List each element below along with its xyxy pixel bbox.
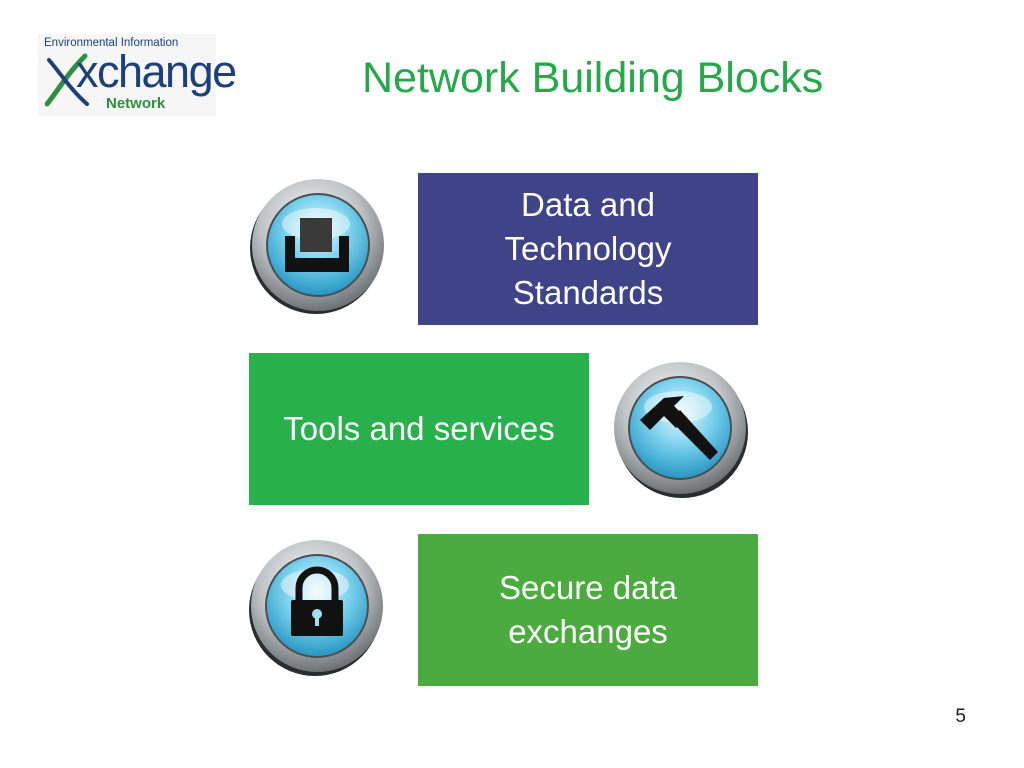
block-secure-data-exchanges: Secure data exchanges	[418, 534, 758, 686]
block-tools-and-services: Tools and services	[249, 353, 589, 505]
logo-main-text: xchange	[76, 46, 237, 97]
page-number: 5	[955, 706, 966, 727]
block-label: Tools and services	[283, 410, 555, 447]
slide-title: Network Building Blocks	[362, 54, 824, 102]
block-label: Secure data exchanges	[499, 569, 677, 650]
logo-sub-text: Network	[106, 95, 166, 112]
block-data-and-technology-standards: Data and Technology Standards	[418, 173, 758, 325]
lock-icon	[249, 540, 383, 676]
block-label: Data and Technology Standards	[504, 186, 672, 311]
logo-top-text: Environmental Information	[44, 37, 179, 49]
tray-icon	[250, 179, 384, 314]
exchange-network-logo: Environmental Information xchange Networ…	[38, 34, 237, 116]
logo-x-mark-icon	[45, 53, 89, 107]
hammer-icon	[614, 362, 748, 498]
